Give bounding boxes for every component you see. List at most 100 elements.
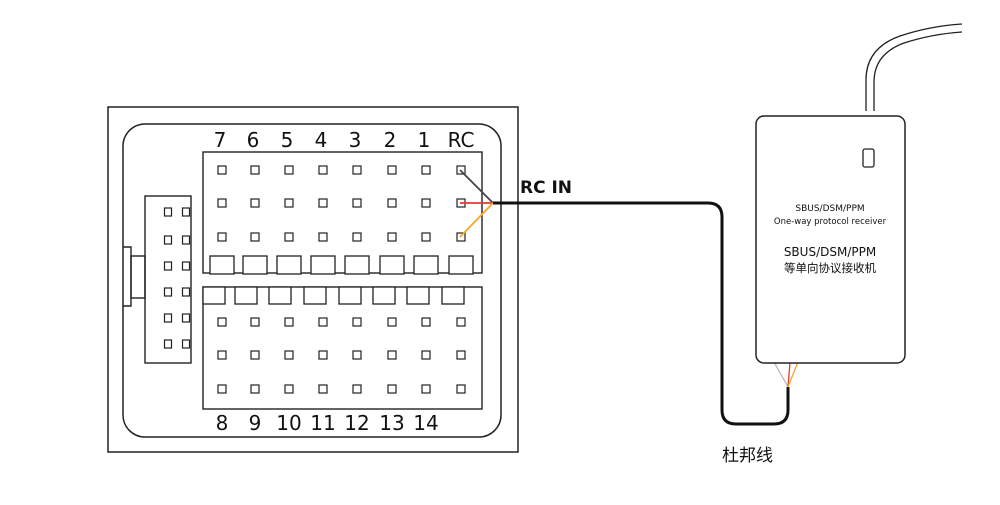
ground-wire — [459, 202, 494, 238]
side-pin — [163, 339, 173, 349]
header-pin — [217, 384, 227, 394]
lower-servo-header — [202, 286, 483, 410]
header-pin — [284, 232, 294, 242]
receiver-body — [755, 115, 906, 364]
receiver-protocol-en: SBUS/DSM/PPM — [795, 204, 864, 214]
cable-label: 杜邦线 — [722, 446, 773, 466]
header-pin — [318, 165, 328, 175]
board-inner-frame — [122, 123, 502, 438]
header-pin — [421, 198, 431, 208]
side-pin — [163, 235, 173, 245]
channel-label: 14 — [413, 411, 438, 435]
header-pin — [387, 165, 397, 175]
header-latch — [303, 286, 327, 305]
header-pin — [421, 165, 431, 175]
header-pin — [421, 232, 431, 242]
header-pin — [456, 317, 466, 327]
header-pin — [250, 198, 260, 208]
header-pin — [217, 317, 227, 327]
cable-lead-white — [773, 361, 789, 388]
header-pin — [318, 232, 328, 242]
header-pin — [284, 198, 294, 208]
cable-lead-ground — [787, 361, 799, 388]
header-pin — [318, 198, 328, 208]
header-latch — [209, 255, 235, 275]
dupont-cable — [493, 201, 790, 426]
header-pin — [421, 317, 431, 327]
header-pin — [318, 317, 328, 327]
header-pin — [284, 165, 294, 175]
header-pin — [250, 350, 260, 360]
side-pin — [163, 287, 173, 297]
side-pin — [163, 207, 173, 217]
side-pin — [181, 339, 191, 349]
header-pin — [250, 232, 260, 242]
receiver-description-cn: 等单向协议接收机 — [784, 261, 876, 275]
header-latch — [379, 255, 405, 275]
header-pin — [318, 350, 328, 360]
channel-label: 7 — [214, 128, 227, 152]
rc-in-label: RC IN — [520, 178, 572, 198]
side-pin — [163, 313, 173, 323]
channel-label: RC — [448, 128, 475, 152]
header-pin — [421, 384, 431, 394]
channel-label: 13 — [379, 411, 404, 435]
header-pin — [456, 384, 466, 394]
header-pin — [387, 350, 397, 360]
header-pin — [217, 198, 227, 208]
header-latch — [372, 286, 396, 305]
rc-wires — [459, 169, 494, 238]
header-latch — [413, 255, 439, 275]
side-pin — [181, 313, 191, 323]
header-latch — [441, 286, 465, 305]
receiver: SBUS/DSM/PPM One-way protocol receiver S… — [755, 23, 963, 364]
side-pin — [181, 235, 191, 245]
header-latch — [310, 255, 336, 275]
receiver-protocol-cn: SBUS/DSM/PPM — [784, 245, 876, 259]
header-pin — [421, 350, 431, 360]
header-pin — [387, 198, 397, 208]
antenna-wire — [865, 23, 963, 111]
channel-label: 6 — [247, 128, 260, 152]
header-pin — [217, 232, 227, 242]
header-pin — [352, 317, 362, 327]
header-latch — [268, 286, 292, 305]
side-pin — [181, 207, 191, 217]
header-latch — [338, 286, 362, 305]
header-pin — [250, 165, 260, 175]
side-connector — [123, 195, 192, 364]
header-latch — [202, 286, 226, 305]
header-pin — [284, 384, 294, 394]
channel-label: 9 — [249, 411, 262, 435]
header-pin — [284, 350, 294, 360]
header-latch — [234, 286, 258, 305]
channel-label: 2 — [384, 128, 397, 152]
header-pin — [250, 384, 260, 394]
header-pin — [250, 317, 260, 327]
channel-label: 4 — [315, 128, 328, 152]
receiver-description-en: One-way protocol receiver — [774, 217, 887, 227]
header-pin — [352, 232, 362, 242]
signal-wire — [459, 169, 494, 204]
header-latch — [344, 255, 370, 275]
header-pin — [217, 350, 227, 360]
header-pin — [318, 384, 328, 394]
upper-servo-header — [202, 151, 483, 275]
channel-label: 10 — [276, 411, 301, 435]
channel-label: 5 — [281, 128, 294, 152]
channel-label: 8 — [216, 411, 229, 435]
header-pin — [352, 384, 362, 394]
antenna-wire-2 — [873, 31, 963, 111]
header-pin — [387, 317, 397, 327]
header-pin — [352, 165, 362, 175]
channel-label: 3 — [349, 128, 362, 152]
cable-lead-power — [787, 361, 791, 388]
header-pin — [387, 232, 397, 242]
channel-label: 11 — [310, 411, 335, 435]
header-pin — [456, 350, 466, 360]
header-latch — [448, 255, 474, 275]
header-latch — [242, 255, 268, 275]
